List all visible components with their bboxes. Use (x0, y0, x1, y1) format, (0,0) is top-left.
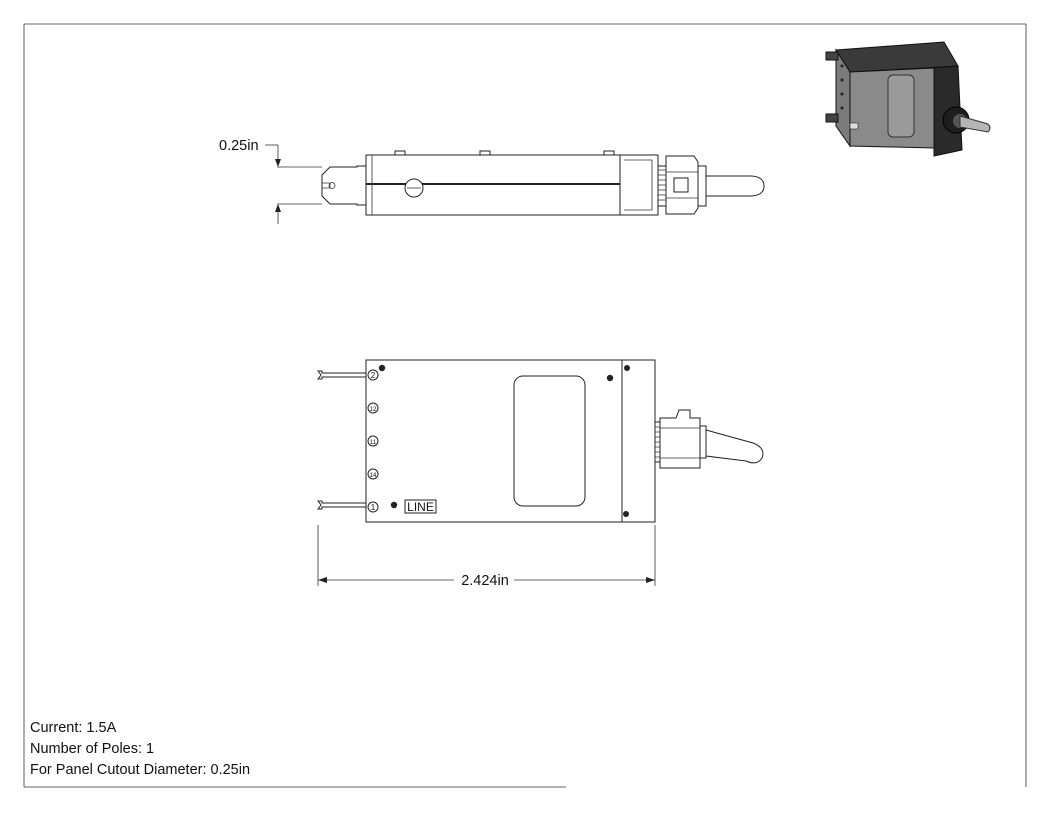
overall-length-label: 2.424in (461, 573, 509, 589)
isometric-view (825, 41, 991, 157)
side-view (321, 150, 765, 216)
spec-panel-cutout: For Panel Cutout Diameter: 0.25in (30, 762, 251, 778)
spec-current: Current: 1.5A (30, 720, 117, 736)
terminal-mark-12: 12 (367, 402, 379, 414)
svg-text:LINE: LINE (407, 500, 434, 514)
terminal-width-dimension: 0.25in (219, 138, 322, 224)
terminal-width-label: 0.25in (219, 138, 259, 154)
spec-number-of-poles: Number of Poles: 1 (30, 741, 155, 757)
terminal-mark-11: 11 (367, 435, 379, 447)
svg-text:1: 1 (371, 503, 376, 512)
svg-text:11: 11 (370, 440, 377, 446)
svg-text:14: 14 (370, 473, 377, 479)
line-label: LINE (404, 499, 437, 514)
terminal-mark-1: 1 (367, 501, 379, 513)
overall-length-dimension: 2.424in (317, 525, 656, 589)
svg-text:12: 12 (370, 407, 377, 413)
sheet-border (23, 23, 1027, 788)
front-view (317, 359, 764, 523)
terminal-mark-2: 2 (367, 369, 379, 381)
terminal-mark-14: 14 (367, 468, 379, 480)
terminal-markings: 2 12 11 14 1 (367, 369, 379, 513)
svg-text:2: 2 (371, 371, 376, 380)
